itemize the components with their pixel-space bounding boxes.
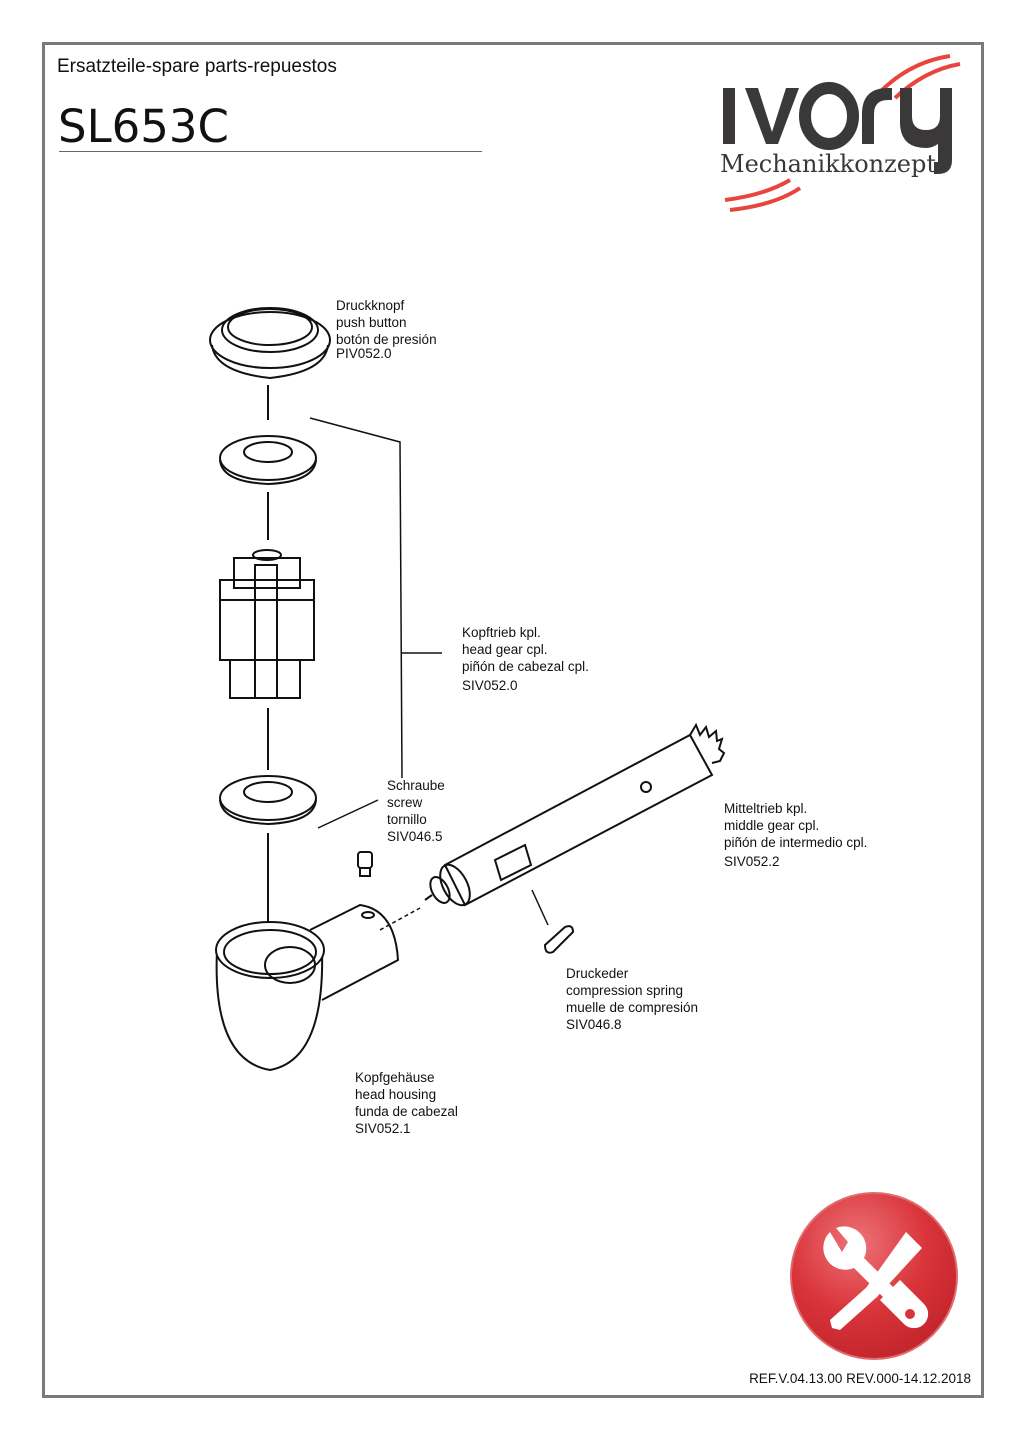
label-de: Druckeder (566, 966, 629, 981)
model-number: SL653C (58, 100, 229, 153)
page-frame (42, 42, 984, 1398)
label-es: botón de presión (336, 332, 437, 347)
label-es: piñón de cabezal cpl. (462, 659, 589, 674)
label-en: head gear cpl. (462, 642, 548, 657)
part-number: SIV046.8 (566, 1017, 622, 1032)
label-de: Kopfgehäuse (355, 1070, 435, 1085)
label-de: Mitteltrieb kpl. (724, 801, 808, 816)
document-header: Ersatzteile-spare parts-repuestos (57, 56, 337, 77)
label-en: head housing (355, 1087, 437, 1102)
part-number: SIV052.1 (355, 1121, 411, 1136)
label-en: push button (336, 315, 407, 330)
part-number: PIV052.0 (336, 346, 392, 361)
part-label-head-gear: Kopftrieb kpl. head gear cpl. piñón de cab… (462, 624, 589, 694)
part-label-middle-gear: Mitteltrieb kpl. middle gear cpl. piñón de… (724, 800, 867, 870)
label-es: funda de cabezal (355, 1104, 458, 1119)
label-es: muelle de compresión (566, 1000, 699, 1015)
part-number: SIV052.2 (724, 854, 780, 869)
part-label-compression-spring: Druckeder compression spring muelle de com… (566, 965, 698, 1033)
part-number: SIV046.5 (387, 829, 443, 844)
label-es: piñón de intermedio cpl. (724, 835, 868, 850)
label-es: tornillo (387, 812, 427, 827)
label-en: middle gear cpl. (724, 818, 820, 833)
label-de: Kopftrieb kpl. (462, 625, 541, 640)
label-de: Schraube (387, 778, 445, 793)
title-underline (59, 151, 482, 152)
document-reference: REF.V.04.13.00 REV.000-14.12.2018 (749, 1371, 971, 1386)
label-de: Druckknopf (336, 298, 405, 313)
label-en: compression spring (566, 983, 684, 998)
part-number: SIV052.0 (462, 678, 518, 693)
label-en: screw (387, 795, 423, 810)
